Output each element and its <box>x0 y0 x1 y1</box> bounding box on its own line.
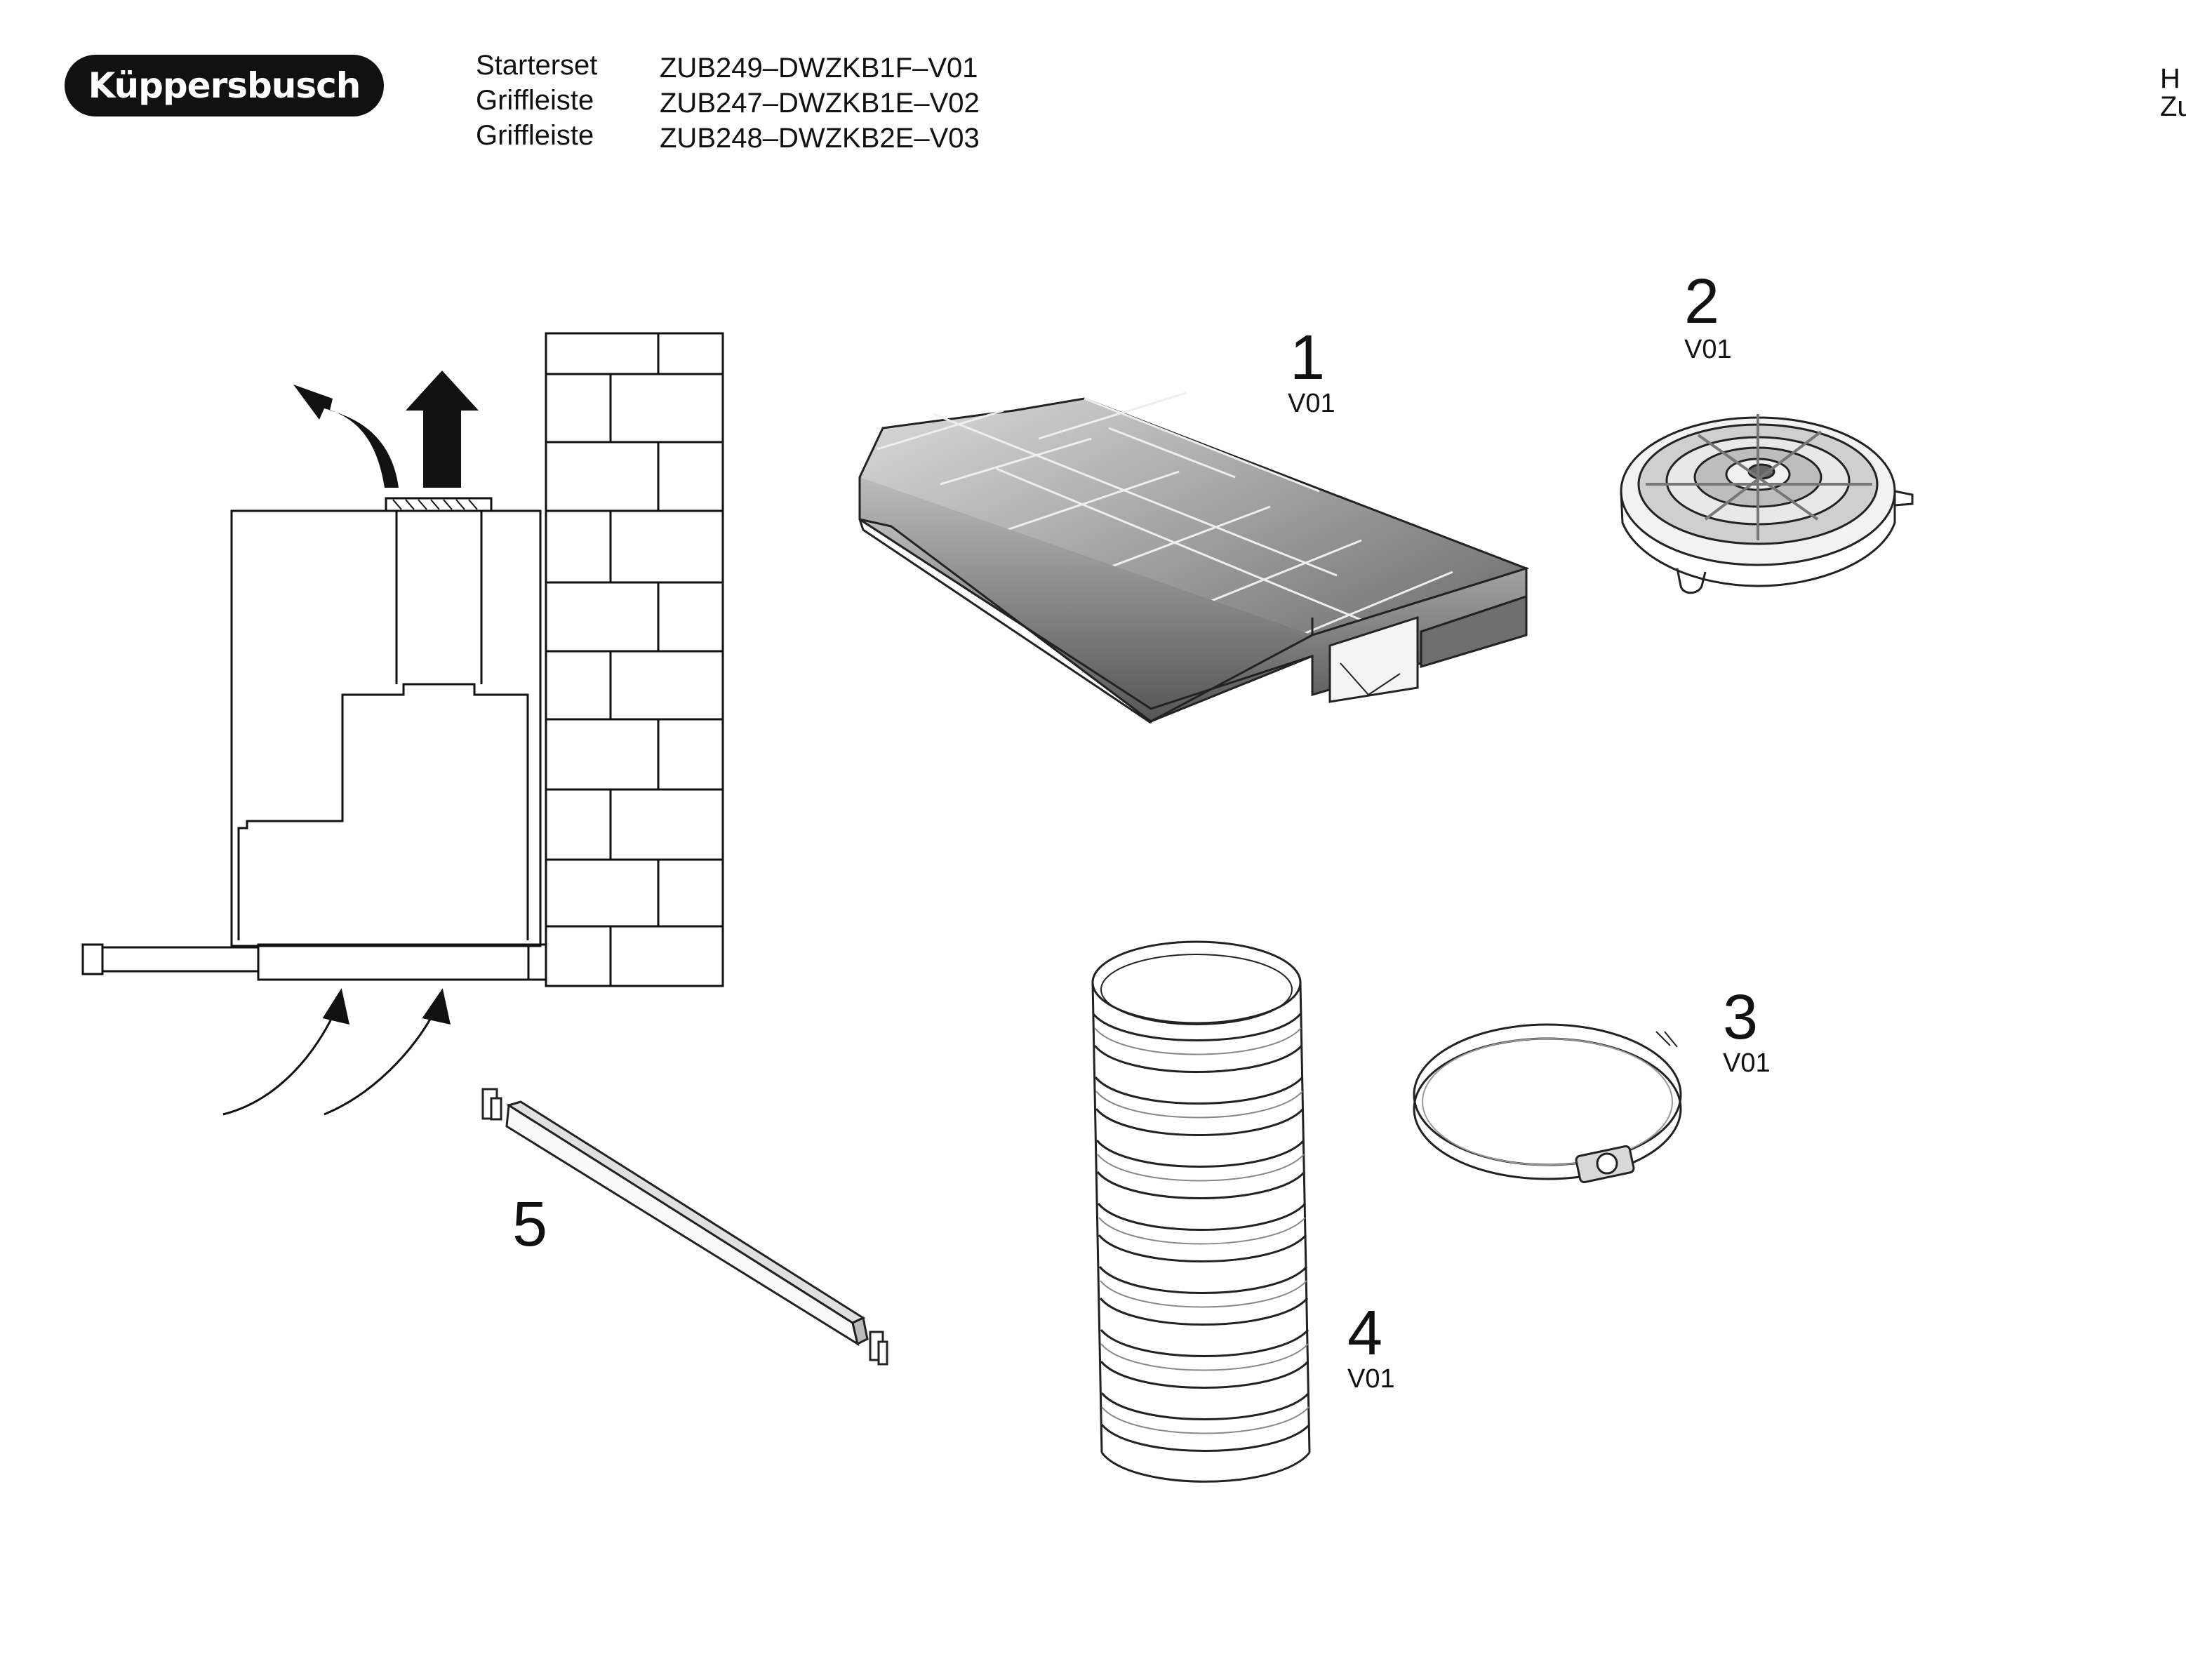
header-code-3: ZUB248–DWZKB2E–V03 <box>660 123 980 154</box>
hood-outline <box>81 497 546 981</box>
header-code-2: ZUB247–DWZKB1E–V02 <box>660 88 980 119</box>
part-3-version: V01 <box>1723 1048 1771 1078</box>
part-5-number: 5 <box>512 1189 548 1260</box>
flexible-duct-hose-illustration <box>1091 940 1311 1483</box>
edge-text-2: Zu <box>2160 91 2186 122</box>
part-1-number: 1 <box>1290 323 1326 393</box>
installation-sketch <box>81 332 724 1116</box>
handle-strip-illustration <box>481 1088 888 1366</box>
part-3-number: 3 <box>1723 982 1759 1053</box>
logo-text: Küppersbusch <box>88 65 361 106</box>
part-4-number: 4 <box>1347 1298 1383 1368</box>
round-charcoal-filter-illustration <box>1620 414 1914 594</box>
charcoal-filter-block-illustration <box>858 392 1530 724</box>
header-code-1: ZUB249–DWZKB1F–V01 <box>660 53 978 84</box>
part-4-version: V01 <box>1347 1364 1395 1394</box>
header-type-3: Griffleiste <box>476 120 594 151</box>
brick-wall <box>545 332 724 987</box>
part-2-number: 2 <box>1684 267 1720 337</box>
intake-arrows-icon <box>222 988 451 1116</box>
kuppersbusch-logo: Küppersbusch <box>65 55 384 116</box>
header-type-1: Starterset <box>476 50 598 81</box>
header-type-2: Griffleiste <box>476 85 594 116</box>
edge-text-1: H <box>2160 63 2180 94</box>
exhaust-arrows-icon <box>293 371 479 488</box>
part-2-version: V01 <box>1684 335 1732 364</box>
hose-clamp-illustration <box>1413 1023 1682 1184</box>
part-1-version: V01 <box>1288 389 1335 418</box>
